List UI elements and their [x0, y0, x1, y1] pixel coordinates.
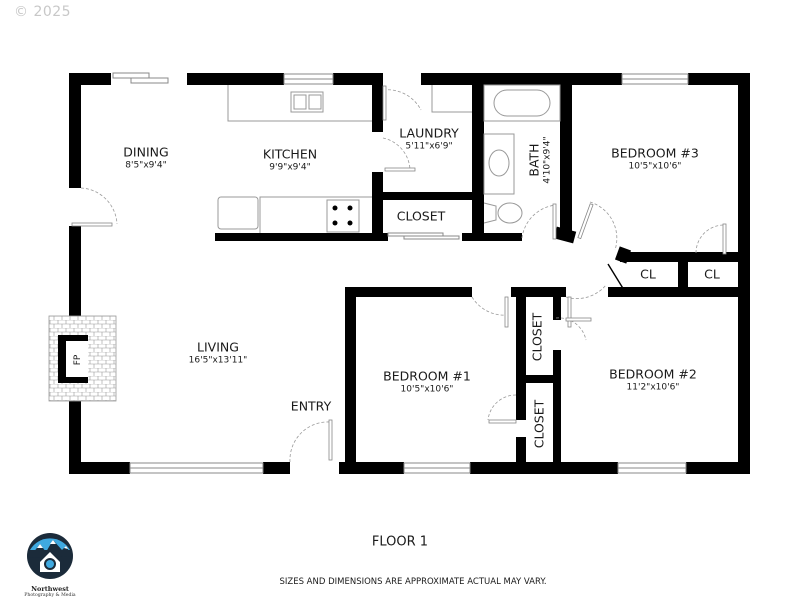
room-bedroom-3: BEDROOM #3 10'5"x10'6" [611, 146, 699, 173]
room-closet-laundry: CLOSET [397, 209, 446, 224]
room-name: FP [73, 354, 83, 366]
door-swings [80, 89, 725, 463]
room-name: LIVING [197, 339, 239, 355]
disclaimer: SIZES AND DIMENSIONS ARE APPROXIMATE ACT… [279, 577, 547, 587]
walls [69, 73, 750, 474]
room-name: CLOSET [529, 312, 545, 362]
stove-burners [332, 205, 353, 226]
room-name: BEDROOM #1 [383, 368, 471, 384]
floor-title: FLOOR 1 [371, 534, 429, 550]
room-closet-a: CLOSET [530, 313, 545, 362]
room-dimensions: 5'11"x6'9" [405, 141, 453, 152]
room-name: CLOSET [531, 399, 547, 449]
windows [112, 72, 689, 474]
room-name: CL [704, 266, 720, 282]
room-fireplace: FP [72, 355, 84, 366]
logo-name: Northwest [31, 585, 69, 593]
room-laundry: LAUNDRY 5'11"x6'9" [399, 126, 458, 153]
room-kitchen: KITCHEN 9'9"x9'4" [263, 147, 317, 174]
room-closet-b: CLOSET [532, 400, 547, 449]
fireplace [48, 315, 117, 402]
room-name: CL [640, 266, 656, 282]
room-name: BEDROOM #2 [609, 366, 697, 382]
room-name: ENTRY [290, 398, 332, 414]
room-dimensions: 4'10"x9'4" [542, 136, 553, 184]
bifold-door [607, 263, 625, 291]
room-cl-2: CL [704, 267, 720, 282]
room-name: LAUNDRY [399, 125, 459, 141]
room-name: BATH [526, 143, 542, 177]
company-logo: Northwest Photography & Media [22, 532, 78, 599]
room-dimensions: 8'5"x9'4" [125, 160, 167, 171]
room-bedroom-2: BEDROOM #2 11'2"x10'6" [609, 367, 697, 394]
room-dining: DINING 8'5"x9'4" [123, 145, 168, 172]
room-dimensions: 10'5"x10'6" [628, 161, 682, 172]
room-dimensions: 16'5"x13'11" [188, 355, 248, 366]
room-dimensions: 11'2"x10'6" [626, 382, 680, 393]
room-cl-1: CL [640, 267, 656, 282]
room-name: DINING [123, 144, 169, 160]
camera-mountain-icon [27, 533, 73, 579]
copyright-watermark: © 2025 [14, 4, 72, 20]
logo-subtitle: Photography & Media [24, 593, 76, 598]
room-dimensions: 9'9"x9'4" [269, 162, 311, 173]
fixtures [217, 84, 561, 233]
room-dimensions: 10'5"x10'6" [400, 384, 454, 395]
room-name: BEDROOM #3 [611, 145, 699, 161]
room-name: KITCHEN [262, 146, 318, 162]
room-bath: BATH 4'10"x9'4" [527, 136, 554, 183]
door-leaves [71, 85, 727, 461]
room-name: CLOSET [396, 208, 446, 224]
room-living: LIVING 16'5"x13'11" [189, 340, 248, 367]
room-entry: ENTRY [291, 399, 331, 414]
room-bedroom-1: BEDROOM #1 10'5"x10'6" [383, 369, 471, 396]
